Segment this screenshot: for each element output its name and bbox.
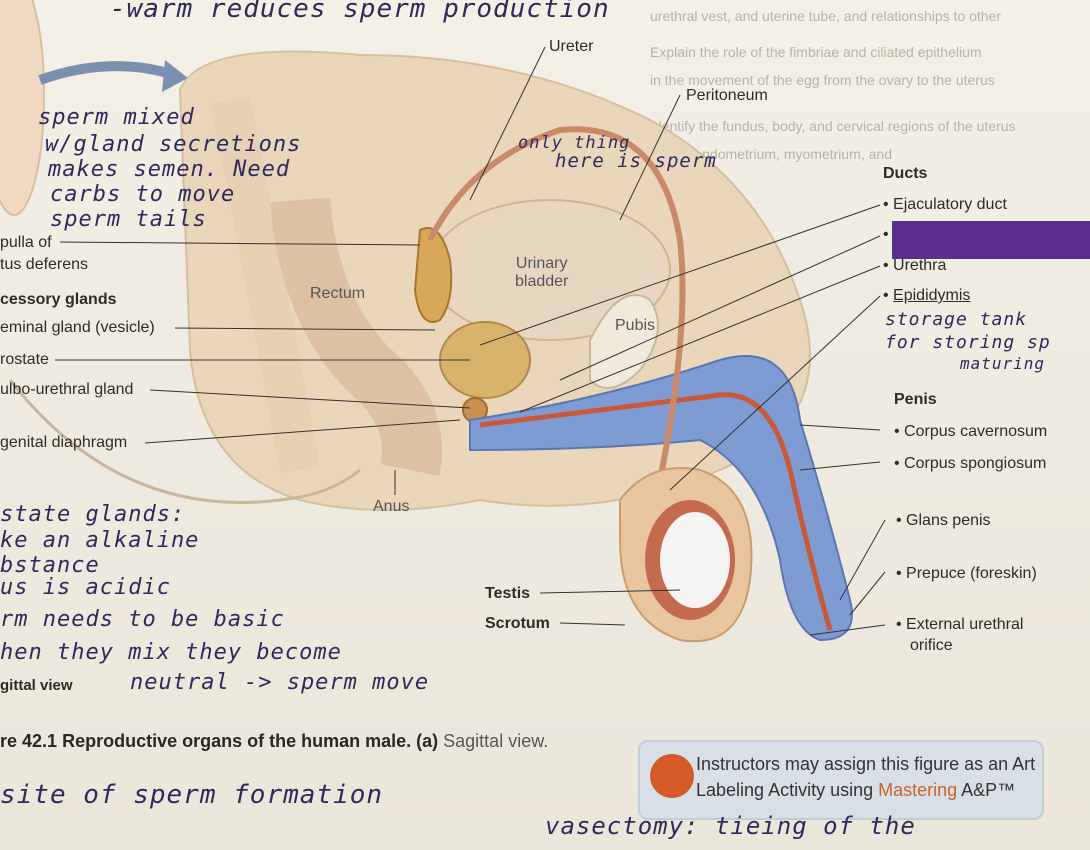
arrow-icon: [38, 61, 177, 85]
urethra-path: [479, 392, 833, 631]
label-prostate: rostate: [0, 351, 49, 368]
label-urogenital-diaphragm: genital diaphragm: [0, 434, 128, 451]
label-redacted-bullet: •: [883, 226, 889, 243]
label-pubis: Pubis: [615, 317, 656, 334]
note-prostate-1: state glands:: [0, 502, 186, 527]
redaction-bar: [892, 221, 1090, 259]
note-prostate-5-text: rm needs to be basic: [0, 607, 285, 632]
note-sperm-tails: sperm tails: [50, 207, 207, 232]
figure-caption: re 42.1 Reproductive organs of the human…: [0, 731, 548, 752]
label-orifice: orifice: [910, 637, 953, 654]
label-ureter: Ureter: [549, 38, 594, 55]
skin-outline: [8, 379, 361, 504]
label-accessory-glands: cessory glands: [0, 291, 117, 308]
label-testis: Testis: [485, 585, 531, 602]
label-urinary-bladder: Urinary bladder: [515, 255, 569, 290]
background-text: Explain the role of the fimbriae and cil…: [650, 44, 982, 60]
label-urethra: • Urethra: [883, 257, 947, 274]
note-sperm-mixed: sperm mixed: [38, 105, 195, 130]
penis-spongy-tissue: [469, 355, 853, 642]
label-vas-deferens: tus deferens: [0, 256, 89, 273]
label-penis-heading: Penis: [894, 391, 937, 408]
note-site-text: site of sperm formation: [0, 780, 384, 810]
label-urethra-text: Urethra: [893, 257, 947, 274]
small-figure: [0, 0, 45, 216]
note-prostate-3: bstance: [0, 553, 100, 578]
note-storing: for storing sp: [885, 332, 1051, 353]
label-anus: Anus: [373, 498, 410, 515]
note-with-gland-text: w/gland secretions: [45, 132, 302, 157]
banner-line2-prefix: Labeling Activity using: [696, 780, 879, 800]
caption-view: Sagittal view.: [443, 731, 549, 751]
note-vasectomy: vasectomy: tieing of the: [545, 812, 916, 840]
rectum-shape: [270, 197, 442, 476]
note-maturing: maturing: [960, 354, 1046, 373]
caption-number: re 42.1: [0, 731, 58, 751]
label-prepuce-text: Prepuce (foreskin): [906, 565, 1037, 582]
mastering-banner: Instructors may assign this figure as an…: [638, 740, 1044, 820]
background-text: Define endometrium, myometrium, and: [650, 146, 892, 162]
note-only-thing: only thing: [518, 133, 631, 153]
banner-line2: Labeling Activity using Mastering A&P™: [696, 780, 1015, 801]
note-site-of-formation: site of sperm formation: [0, 780, 383, 810]
label-glans-penis-text: Glans penis: [906, 512, 991, 529]
spine-region: [210, 96, 320, 474]
label-corpus-spongiosum-text: Corpus spongiosum: [904, 455, 1047, 472]
label-ampulla: pulla of: [0, 234, 52, 251]
label-peritoneum: Peritoneum: [686, 87, 768, 104]
note-prostate-7: neutral -> sperm move: [130, 670, 430, 695]
label-epididymis: • Epididymis: [883, 287, 971, 304]
banner-mastering: Mastering: [878, 780, 958, 800]
background-text: Identify the fundus, body, and cervical …: [650, 118, 1016, 134]
label-sagittal-view: gittal view: [0, 677, 73, 694]
label-scrotum: Scrotum: [485, 615, 550, 632]
label-external-urethral-text: External urethral: [906, 616, 1024, 633]
note-prostate-6: hen they mix they become: [0, 640, 342, 665]
note-prostate-5: rm needs to be basic: [0, 607, 285, 632]
label-prepuce: • Prepuce (foreskin): [896, 565, 1037, 582]
caption-title: Reproductive organs of the human male. (…: [62, 731, 439, 751]
note-carbs: carbs to move: [50, 182, 236, 207]
note-prostate-4: us is acidic: [0, 575, 171, 600]
note-makes-semen: makes semen. Need: [48, 157, 291, 182]
label-bulbo-urethral-gland: ulbo-urethral gland: [0, 381, 134, 398]
note-prostate-2: ke an alkaline: [0, 528, 200, 553]
note-top: -warm reduces sperm production: [110, 0, 610, 24]
note-with-gland: w/gland secretions: [45, 132, 301, 157]
seminal-vesicle-shape: [413, 227, 453, 323]
label-glans-penis: • Glans penis: [896, 512, 991, 529]
label-epididymis-text: Epididymis: [893, 287, 971, 304]
label-corpus-cavernosum: • Corpus cavernosum: [894, 423, 1048, 440]
instructor-icon: [650, 754, 694, 798]
label-external-urethral: • External urethral: [896, 616, 1024, 633]
leader-lines: [55, 46, 886, 636]
label-ejaculatory-duct: • Ejaculatory duct: [883, 196, 1007, 213]
arrow-head-icon: [162, 60, 188, 92]
label-corpus-spongiosum: • Corpus spongiosum: [894, 455, 1047, 472]
banner-line1: Instructors may assign this figure as an…: [696, 754, 1036, 774]
background-text: urethral vest, and uterine tube, and rel…: [650, 8, 1001, 24]
label-rectum: Rectum: [310, 285, 366, 302]
note-storage: storage tank: [885, 309, 1028, 330]
label-ejaculatory-duct-text: Ejaculatory duct: [893, 196, 1007, 213]
testis-shape: [660, 512, 730, 608]
note-here-sperm: here is sperm: [555, 150, 717, 172]
pubis-shape: [589, 294, 659, 389]
banner-line2-suffix: A&P™: [957, 780, 1016, 800]
label-corpus-cavernosum-text: Corpus cavernosum: [904, 423, 1048, 440]
background-text: in the movement of the egg from the ovar…: [650, 72, 995, 88]
label-seminal-gland: eminal gland (vesicle): [0, 319, 155, 336]
label-ducts-heading: Ducts: [883, 165, 928, 182]
vas-deferens-path: [427, 126, 686, 481]
